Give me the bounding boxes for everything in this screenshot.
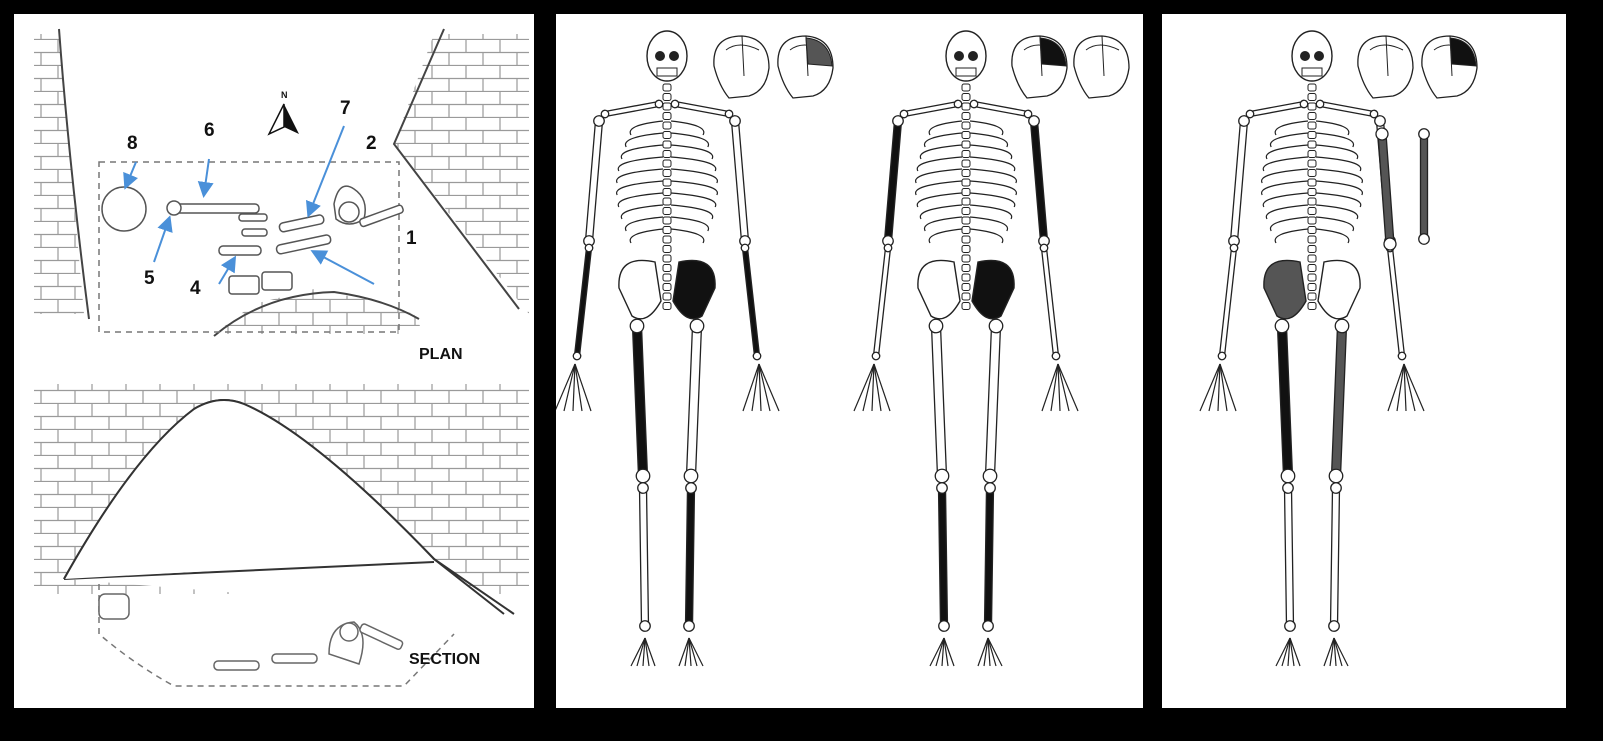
plan-section-panel: N 8 6 7 2 1 5 4 PLAN SECTION bbox=[14, 14, 534, 708]
skeleton-a-humerus-right bbox=[729, 115, 750, 246]
skeleton-c-femur-left bbox=[1275, 319, 1295, 483]
skeleton-c-separate-bone bbox=[1419, 129, 1430, 245]
skeleton-c-skull-lateral bbox=[1358, 36, 1413, 98]
skeleton-b-skull-posterior bbox=[1074, 36, 1129, 98]
skeleton-c-forearm-left bbox=[1218, 244, 1238, 360]
skeleton-b-clavicle-left bbox=[900, 100, 963, 119]
skeleton-c-forearm-right bbox=[1386, 244, 1406, 360]
skeleton-a-pelvis-left bbox=[619, 260, 661, 318]
skeleton-c-separate-humerus bbox=[1376, 128, 1397, 251]
north-label: N bbox=[281, 90, 288, 100]
bone-end-5 bbox=[167, 201, 181, 215]
skeleton-b-forearm-left bbox=[872, 244, 892, 360]
north-arrow-icon bbox=[269, 104, 299, 134]
label-8: 8 bbox=[127, 133, 138, 154]
skeleton-b-pelvis-right bbox=[972, 260, 1014, 318]
skeleton-c-clavicle-left bbox=[1246, 100, 1309, 119]
skeleton-c-clavicle-right bbox=[1316, 100, 1379, 119]
skeleton-a-forearm-left bbox=[573, 244, 593, 360]
skeleton-a-skull-lateral bbox=[714, 36, 769, 98]
skeleton-b-tibia-left bbox=[937, 483, 950, 632]
label-7: 7 bbox=[340, 98, 351, 119]
skeleton-b-forearm-right bbox=[1040, 244, 1060, 360]
plan-title: PLAN bbox=[419, 346, 463, 363]
skeleton-a-skeleton bbox=[556, 31, 779, 666]
skeleton-pair-panel bbox=[556, 14, 1143, 708]
skeleton-c-femur-right bbox=[1329, 319, 1349, 483]
skeleton-a-clavicle-right bbox=[671, 100, 734, 119]
skeleton-single-panel bbox=[1162, 14, 1566, 708]
long-bone-3 bbox=[276, 234, 332, 254]
skeleton-a-femur-right bbox=[684, 319, 704, 483]
skeleton-a-clavicle-left bbox=[601, 100, 664, 119]
long-bone-6 bbox=[174, 204, 259, 213]
skeleton-b-tibia-right bbox=[983, 483, 996, 632]
skeleton-a-tibia-right bbox=[684, 483, 697, 632]
section-drawing bbox=[34, 384, 529, 686]
long-bone-7 bbox=[279, 214, 325, 232]
plan-section-drawing: N 8 6 7 2 1 5 4 PLAN SECTION bbox=[14, 14, 534, 708]
label-6: 6 bbox=[204, 120, 215, 141]
skeleton-a-humerus-left bbox=[583, 115, 604, 246]
skull-8 bbox=[102, 187, 146, 231]
skeleton-c-skull-posterior bbox=[1422, 36, 1477, 98]
skeleton-b-humerus-left bbox=[882, 115, 903, 246]
skeleton-a-tibia-left bbox=[638, 483, 651, 632]
skeleton-a-forearm-right bbox=[741, 244, 761, 360]
skeleton-c-tibia-left bbox=[1283, 483, 1296, 632]
skeleton-c-tibia-right bbox=[1329, 483, 1342, 632]
skeleton-b-clavicle-right bbox=[970, 100, 1033, 119]
skeleton-b-pelvis-left bbox=[918, 260, 960, 318]
label-4: 4 bbox=[190, 278, 201, 299]
skeleton-b-humerus-right bbox=[1028, 115, 1049, 246]
label-2: 2 bbox=[366, 133, 377, 154]
skeleton-a-skull-posterior bbox=[778, 36, 833, 98]
skeleton-b-femur-left bbox=[929, 319, 949, 483]
skeleton-c-pelvis-left bbox=[1264, 260, 1306, 318]
skeleton-b-skull-lateral bbox=[1012, 36, 1067, 98]
skeleton-a-pelvis-right bbox=[673, 260, 715, 318]
section-title: SECTION bbox=[409, 651, 480, 668]
skeleton-c-pelvis-right bbox=[1318, 260, 1360, 318]
label-1: 1 bbox=[406, 228, 417, 249]
skeleton-a-femur-left bbox=[630, 319, 650, 483]
skeleton-b-femur-right bbox=[983, 319, 1003, 483]
skeleton-c-humerus-left bbox=[1228, 115, 1249, 246]
skeleton-pair-drawing bbox=[556, 14, 1143, 708]
skeleton-b-skeleton bbox=[854, 31, 1078, 666]
skeleton-single-drawing bbox=[1162, 14, 1566, 708]
label-5: 5 bbox=[144, 268, 155, 289]
skeleton-c-skeleton bbox=[1200, 31, 1424, 666]
